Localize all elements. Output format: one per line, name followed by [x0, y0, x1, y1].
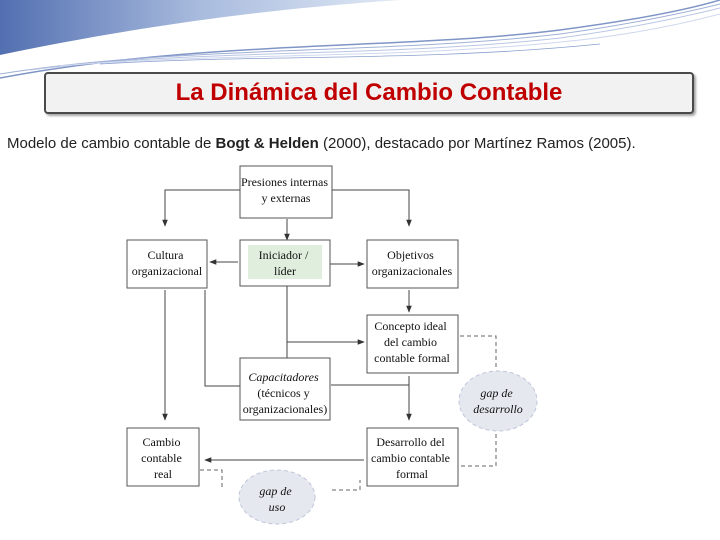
gap-uso-ellipse	[238, 469, 316, 525]
node-objetivos-box	[366, 239, 459, 289]
node-cambio-real: Cambio contable real	[141, 435, 185, 481]
node-objetivos: Objetivos organizacionales	[372, 248, 453, 278]
subtitle-authors: Bogt & Helden	[215, 135, 319, 152]
gap-desarrollo-ellipse	[458, 370, 538, 432]
node-presiones-box	[239, 165, 333, 219]
change-model-diagram: Presiones internas y externas Cultura or…	[126, 165, 538, 525]
subtitle-suffix: (2000), destacado por Martínez Ramos (20…	[318, 135, 636, 152]
title-box: La Dinámica del Cambio Contable	[44, 72, 694, 114]
node-concepto-box	[366, 314, 459, 374]
node-iniciador: Iniciador / líder	[259, 248, 312, 278]
header-decoration	[0, 0, 720, 79]
node-capacitadores-box	[239, 357, 331, 421]
subtitle-prefix: Modelo de cambio contable de	[7, 135, 216, 152]
node-cultura-box	[126, 239, 208, 289]
node-capacitadores: Capacitadores (técnicos y organizacional…	[243, 370, 327, 416]
node-cultura: Cultura organizacional	[132, 248, 203, 278]
node-concepto: Concepto ideal del cambio contable forma…	[374, 319, 450, 365]
node-desarrollo: Desarrollo del cambio contable formal	[371, 435, 453, 481]
node-cambio-real-box	[126, 427, 200, 487]
page-title: La Dinámica del Cambio Contable	[175, 79, 563, 106]
node-presiones: Presiones internas y externas	[241, 175, 331, 205]
node-gap-uso: gap de uso	[259, 484, 294, 514]
subtitle: Modelo de cambio contable de Bogt & Held…	[7, 135, 717, 152]
iniciador-highlight	[248, 245, 322, 279]
node-desarrollo-box	[366, 427, 459, 487]
node-gap-desarrollo: gap de desarrollo	[473, 386, 523, 416]
